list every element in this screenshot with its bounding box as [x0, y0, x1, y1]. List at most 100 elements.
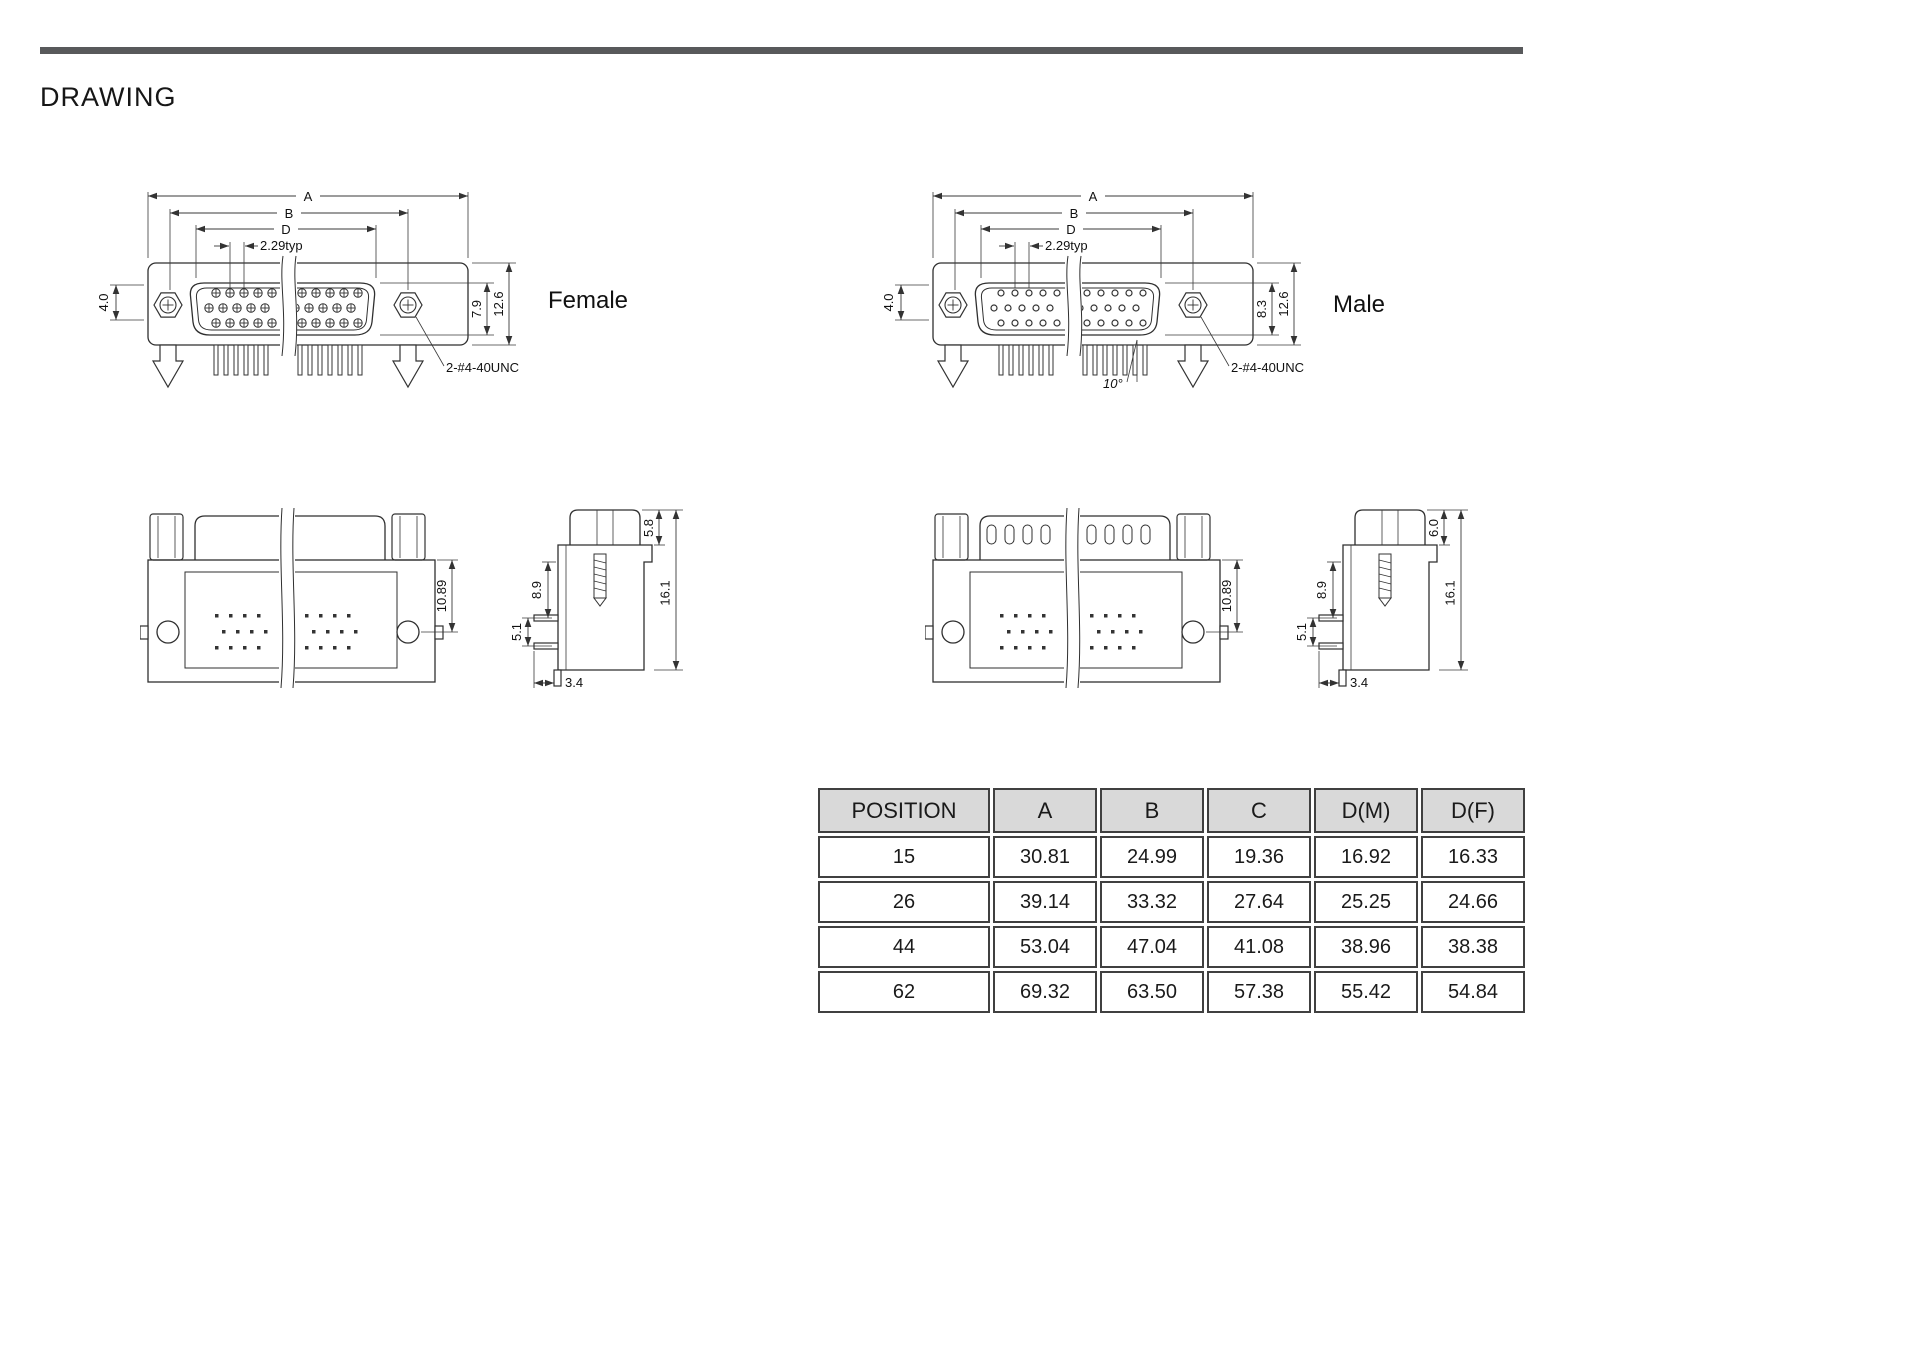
dim-pin-offset: 3.4 — [565, 675, 583, 690]
cell-position: 26 — [818, 881, 990, 923]
male-front-view: A B D 2.29typ 4.0 8.3 12.6 10° 2-#4-40UN… — [881, 187, 1304, 391]
cell-position: 15 — [818, 836, 990, 878]
dimensions: 5.8 16.1 8.9 5.1 3.4 — [509, 509, 683, 690]
screw-note: 2-#4-40UNC — [1231, 360, 1304, 375]
screw-callout: 2-#4-40UNC — [415, 316, 519, 375]
col-header-df: D(F) — [1421, 788, 1525, 833]
dim-pitch: 2.29typ — [260, 238, 303, 253]
boardlock-foot-right — [1177, 344, 1209, 388]
dim-flange-height: 12.6 — [491, 291, 506, 316]
cell-a: 39.14 — [993, 881, 1097, 923]
dim-a: A — [304, 189, 313, 204]
connector-body — [533, 509, 653, 687]
height-dimensions: 4.0 7.9 12.6 — [96, 262, 516, 346]
cell-b: 24.99 — [1100, 836, 1204, 878]
jackscrew-post-left — [149, 513, 184, 561]
dimensions: 6.0 16.1 8.9 5.1 3.4 — [1294, 509, 1468, 690]
female-top-view: 10.89 — [140, 507, 458, 689]
table-row: 44 53.04 47.04 41.08 38.96 38.38 — [818, 926, 1525, 968]
dim-pin-offset: 3.4 — [1350, 675, 1368, 690]
jackscrew-post-right — [1176, 513, 1211, 561]
dim-body-height: 8.9 — [1314, 581, 1329, 599]
cell-c: 57.38 — [1207, 971, 1311, 1013]
dim-body-height: 8.9 — [529, 581, 544, 599]
row-offset-dimension: 10.89 — [421, 559, 458, 633]
mounting-hole-right — [1181, 620, 1205, 644]
break-lines — [279, 507, 296, 689]
dim-b: B — [1070, 206, 1079, 221]
boardlock-foot-left — [937, 344, 969, 388]
cell-a: 53.04 — [993, 926, 1097, 968]
shell-pin-slots — [986, 524, 1151, 545]
jackscrew-post-right — [391, 513, 426, 561]
cell-c: 19.36 — [1207, 836, 1311, 878]
cell-df: 54.84 — [1421, 971, 1525, 1013]
width-dimensions: A B D 2.29typ — [932, 187, 1254, 290]
col-header-a: A — [993, 788, 1097, 833]
dim-shell-height: 7.9 — [469, 300, 484, 318]
male-top-view: 10.89 — [925, 507, 1243, 689]
dim-flange-height: 12.6 — [1276, 291, 1291, 316]
cell-c: 27.64 — [1207, 881, 1311, 923]
cell-b: 47.04 — [1100, 926, 1204, 968]
boardlock-foot-left — [152, 344, 184, 388]
jackscrew-post-left — [934, 513, 969, 561]
table-header-row: POSITION A B C D(M) D(F) — [818, 788, 1525, 833]
cell-position: 62 — [818, 971, 990, 1013]
screw-callout: 2-#4-40UNC — [1200, 316, 1304, 375]
col-header-b: B — [1100, 788, 1204, 833]
mounting-hole-left — [156, 620, 180, 644]
dim-pin-span: 5.1 — [509, 623, 524, 641]
jackscrew-nut-left — [153, 292, 183, 318]
col-header-position: POSITION — [818, 788, 990, 833]
cell-dm: 25.25 — [1314, 881, 1418, 923]
jackscrew-nut-right — [393, 292, 423, 318]
cell-dm: 38.96 — [1314, 926, 1418, 968]
page-title: DRAWING — [40, 82, 177, 112]
dim-row-offset: 10.89 — [434, 580, 449, 613]
dim-shell-stick: 5.8 — [641, 519, 656, 537]
female-front-view: A B D 2.29typ 4.0 7.9 12.6 2-#4-40UNC — [96, 187, 519, 388]
male-side-view: 6.0 16.1 8.9 5.1 3.4 — [1294, 509, 1468, 690]
pin-angle-label: 10° — [1103, 376, 1123, 391]
dim-offset: 4.0 — [881, 293, 896, 311]
cell-position: 44 — [818, 926, 990, 968]
connector-body — [147, 262, 469, 388]
col-header-c: C — [1207, 788, 1311, 833]
cell-c: 41.08 — [1207, 926, 1311, 968]
mounting-hole-right — [396, 620, 420, 644]
break-lines — [1065, 255, 1083, 357]
cell-a: 69.32 — [993, 971, 1097, 1013]
height-dimensions: 4.0 8.3 12.6 — [881, 262, 1301, 346]
dim-total-height: 16.1 — [1443, 580, 1458, 605]
cell-a: 30.81 — [993, 836, 1097, 878]
break-lines — [1064, 507, 1081, 689]
cell-df: 38.38 — [1421, 926, 1525, 968]
dim-pin-span: 5.1 — [1294, 623, 1309, 641]
pin-leg — [553, 669, 562, 687]
dim-d: D — [1066, 222, 1075, 237]
dim-row-offset: 10.89 — [1219, 580, 1234, 613]
cell-df: 24.66 — [1421, 881, 1525, 923]
female-side-view: 5.8 16.1 8.9 5.1 3.4 — [509, 509, 683, 690]
table-row: 62 69.32 63.50 57.38 55.42 54.84 — [818, 971, 1525, 1013]
connector-body — [932, 262, 1254, 388]
dim-b: B — [285, 206, 294, 221]
cell-dm: 55.42 — [1314, 971, 1418, 1013]
mounting-hole-left — [941, 620, 965, 644]
screw-note: 2-#4-40UNC — [446, 360, 519, 375]
width-dimensions: A B D 2.29typ — [147, 187, 469, 290]
male-view-label: Male — [1333, 291, 1386, 318]
dim-total-height: 16.1 — [658, 580, 673, 605]
table-row: 15 30.81 24.99 19.36 16.92 16.33 — [818, 836, 1525, 878]
pin-leg — [1338, 669, 1347, 687]
dim-pitch: 2.29typ — [1045, 238, 1088, 253]
col-header-dm: D(M) — [1314, 788, 1418, 833]
female-view-label: Female — [548, 287, 629, 314]
boardlock-foot-right — [392, 344, 424, 388]
dim-d: D — [281, 222, 290, 237]
jackscrew-nut-left — [938, 292, 968, 318]
row-offset-dimension: 10.89 — [1206, 559, 1243, 633]
pin-angle-annotation: 10° — [1103, 339, 1138, 391]
dimension-table: POSITION A B C D(M) D(F) 15 30.81 24.99 … — [815, 785, 1528, 1016]
